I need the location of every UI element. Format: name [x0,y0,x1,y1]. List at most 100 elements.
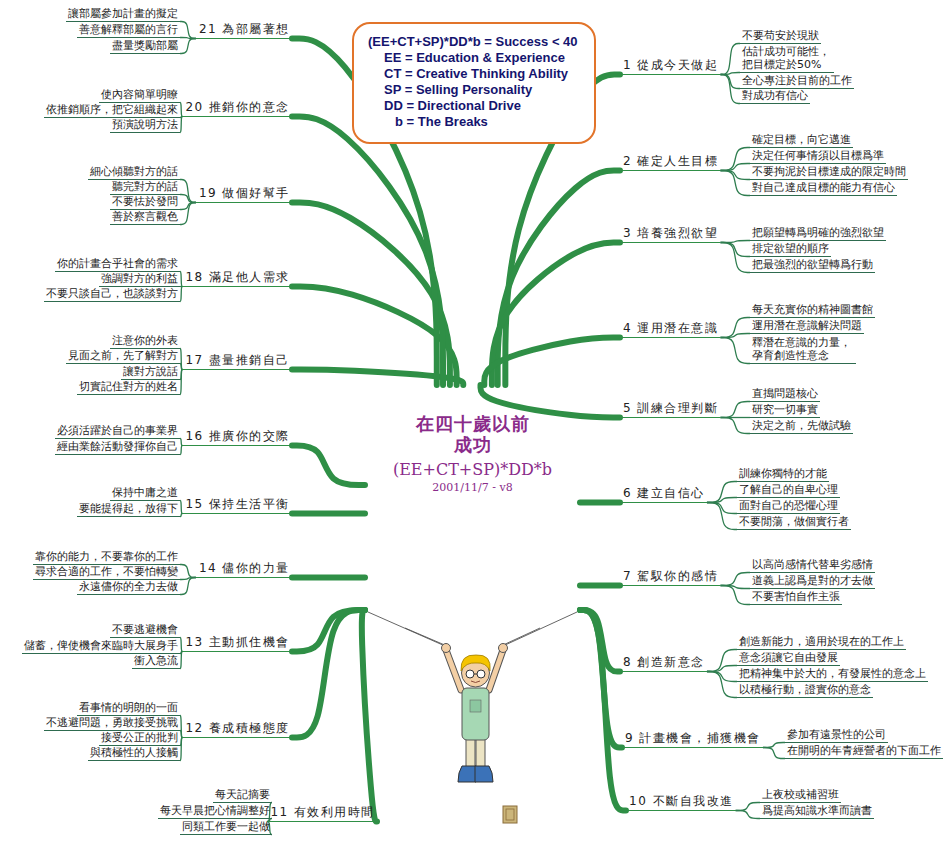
branch-heading: 10 不斷自我改進 [626,794,736,811]
item-text: 必須活躍於自己的事業界 [57,424,178,437]
heading-text: 14 儘你的力量 [199,561,290,576]
heading-text: 3 培養強烈欲望 [623,226,718,241]
main-branch [580,583,620,589]
item-text: 與積極性的人接觸 [90,746,178,759]
branch-heading: 5 訓練合理判斷 [620,401,720,418]
branch-item: 研究一切事實 [750,403,820,418]
heading-text: 11 有效利用時間 [270,805,375,820]
item-text: 參加有遠景性的公司 [787,728,886,741]
item-text: 意念須讓它自由發展 [739,651,838,664]
heading-text: 10 不斷自我改進 [629,794,734,809]
branch-heading: 11 有效利用時間 [267,805,377,822]
formula-line: DD = Directional Drive [368,98,578,114]
branch-item: 盡量獎勵部屬 [110,39,180,54]
branch-heading: 2 確定人生目標 [620,154,720,171]
item-text: 依推銷順序，把它組織起來 [46,103,178,116]
branch-item: 了解自己的自卑心理 [737,483,840,498]
item-text: 接受公正的批判 [101,731,178,744]
sub-branch [180,39,196,54]
center-title: 2001/11/7 - v8 [365,481,580,495]
heading-text: 18 滿足他人需求 [185,270,290,285]
item-text: 永遠儘你的全力去做 [79,580,178,593]
main-branch [481,385,621,418]
sub-branch [707,503,737,514]
branch-item: 與積極性的人接觸 [88,746,180,761]
branch-item: 全心專注於目前的工作 [740,74,854,89]
branch-heading: 1 從成今天做起 [620,58,720,75]
item-text: 善意解釋部屬的言行 [79,23,178,36]
branch-item: 細心傾聽對方的話 [88,165,180,180]
branch-item: 預演說明方法 [110,118,180,133]
branch-item: 經由業餘活動發揮你自己 [55,440,180,455]
heading-text: 12 養成積極態度 [185,721,290,736]
item-text: 每天早晨把心情調整好 [160,804,270,817]
item-text: 善於察言觀色 [112,210,178,223]
item-text: 確定目標，向它邁進 [752,133,851,146]
heading-text: 15 保持生活平衡 [185,497,290,512]
sub-branch [736,803,760,811]
branch-item: 意念須讓它自由發展 [737,651,840,666]
branch-heading: 15 保持生活平衡 [182,497,292,514]
item-text: 尋求合適的工作，不要怕轉變 [35,565,178,578]
formula-line: b = The Breaks [368,114,578,130]
item-text: 靠你的能力，不要靠你的工作 [35,550,178,563]
parachute-strings [368,612,577,646]
branch-item: 創造新能力，適用於現在的工作上 [737,635,906,650]
branch-item: 決定任何事情須以目標爲準 [750,149,886,164]
branch-heading: 4 運用潛在意識 [620,321,720,338]
branch-item: 同類工作要一起做 [180,820,272,835]
heading-text: 1 從成今天做起 [623,58,718,73]
item-text: 看事情的明朗的一面 [79,701,178,714]
branch-heading: 16 推廣你的交際 [182,429,292,446]
item-text: 研究一切事實 [752,403,818,416]
item-text: 每天充實你的精神圖書館 [752,303,873,316]
heading-text: 4 運用潛在意識 [623,321,718,336]
sub-branch [720,148,750,171]
sub-branch [180,738,182,761]
branch-item: 以積極行動，證實你的意念 [737,683,873,698]
item-text: 爲提高知識水準而讀書 [762,804,872,817]
branch-item: 每天早晨把心情調整好 [158,804,272,819]
item-text: 讓部屬參加計畫的擬定 [68,7,178,20]
main-branch [292,511,365,517]
formula-line: EE = Education & Experience [368,50,578,66]
main-branch [292,575,365,581]
branch-item: 依推銷順序，把它組織起來 [44,103,180,118]
item-text: 衝入急流 [134,654,178,667]
item-text: 把最強烈的欲望轉爲行動 [752,258,873,271]
branch-item: 不要拘泥於目標達成的限定時間 [750,165,908,180]
branch-heading: 13 主動抓住機會 [182,635,292,652]
sub-branch [720,44,740,75]
item-text: 面對自己的恐懼心理 [739,499,838,512]
main-branch [292,117,443,386]
item-text: 你的計畫合乎社會的需求 [57,257,178,270]
item-text: 全心專注於目前的工作 [742,74,852,87]
sub-branch [720,75,740,104]
item-text: 不要逃避機會 [112,623,178,636]
sub-branch [180,203,196,210]
sub-branch [720,338,750,364]
branch-item: 儲蓄，俾使機會來臨時大展身手 [22,639,180,654]
branch-item: 見面之前，先了解對方 [66,349,180,364]
formula-box: (EE+CT+SP)*DD*b = Success < 40EE = Educa… [352,22,596,144]
branch-item: 要能提得起，放得下 [77,502,180,517]
branch-item: 讓部屬參加計畫的擬定 [66,7,180,22]
item-text: 運用潛在意識解決問題 [752,319,862,332]
item-text: 排定欲望的順序 [752,242,829,255]
center-title: (EE+CT+SP)*DD*b [365,459,580,481]
branch-item: 永遠儘你的全力去做 [77,580,180,595]
sub-branch [707,503,737,530]
sub-branch [707,650,737,672]
center-title: 在四十歲以前 成功 [408,413,538,455]
sub-branch [180,287,182,302]
branch-item: 直搗問題核心 [750,387,820,402]
branch-item: 不要逃避機會 [110,623,180,638]
branch-item: 你的計畫合乎社會的需求 [55,257,180,272]
sub-branch [180,117,182,133]
heading-text: 8 創造新意念 [623,655,705,670]
item-text: 不要只談自己，也談談對方 [46,287,178,300]
branch-item: 使內容簡單明瞭 [99,88,180,103]
heading-text: 6 建立自信心 [623,486,705,501]
sub-branch [707,498,737,503]
formula-line: (EE+CT+SP)*DD*b = Success < 40 [368,34,578,50]
